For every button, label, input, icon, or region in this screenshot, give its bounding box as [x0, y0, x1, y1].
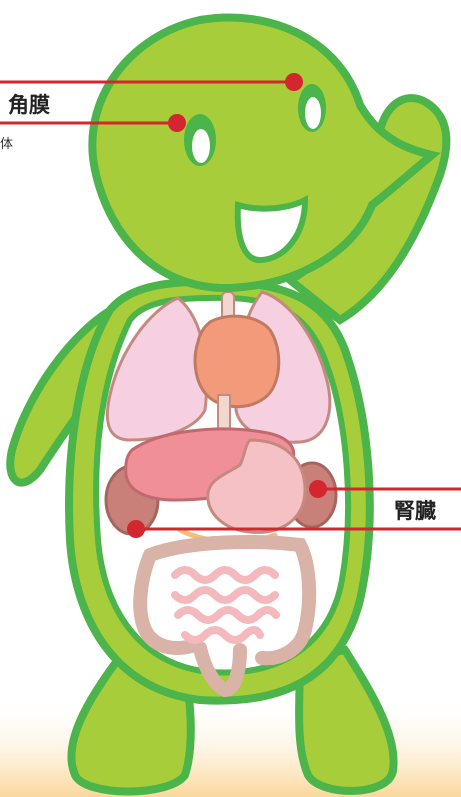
label-body-partial: 体 — [0, 137, 13, 152]
heart — [195, 316, 279, 406]
kidney-pointer-dot-upper — [309, 480, 327, 498]
cornea-pointer-dot-lower — [168, 114, 186, 132]
cornea-pointer-dot-upper — [285, 73, 303, 91]
kidney-pointer-dot-lower — [127, 520, 145, 538]
right-eye — [298, 84, 326, 132]
label-kidney: 腎臓 — [394, 499, 436, 523]
left-eye — [184, 114, 216, 166]
label-cornea: 角膜 — [8, 93, 50, 117]
